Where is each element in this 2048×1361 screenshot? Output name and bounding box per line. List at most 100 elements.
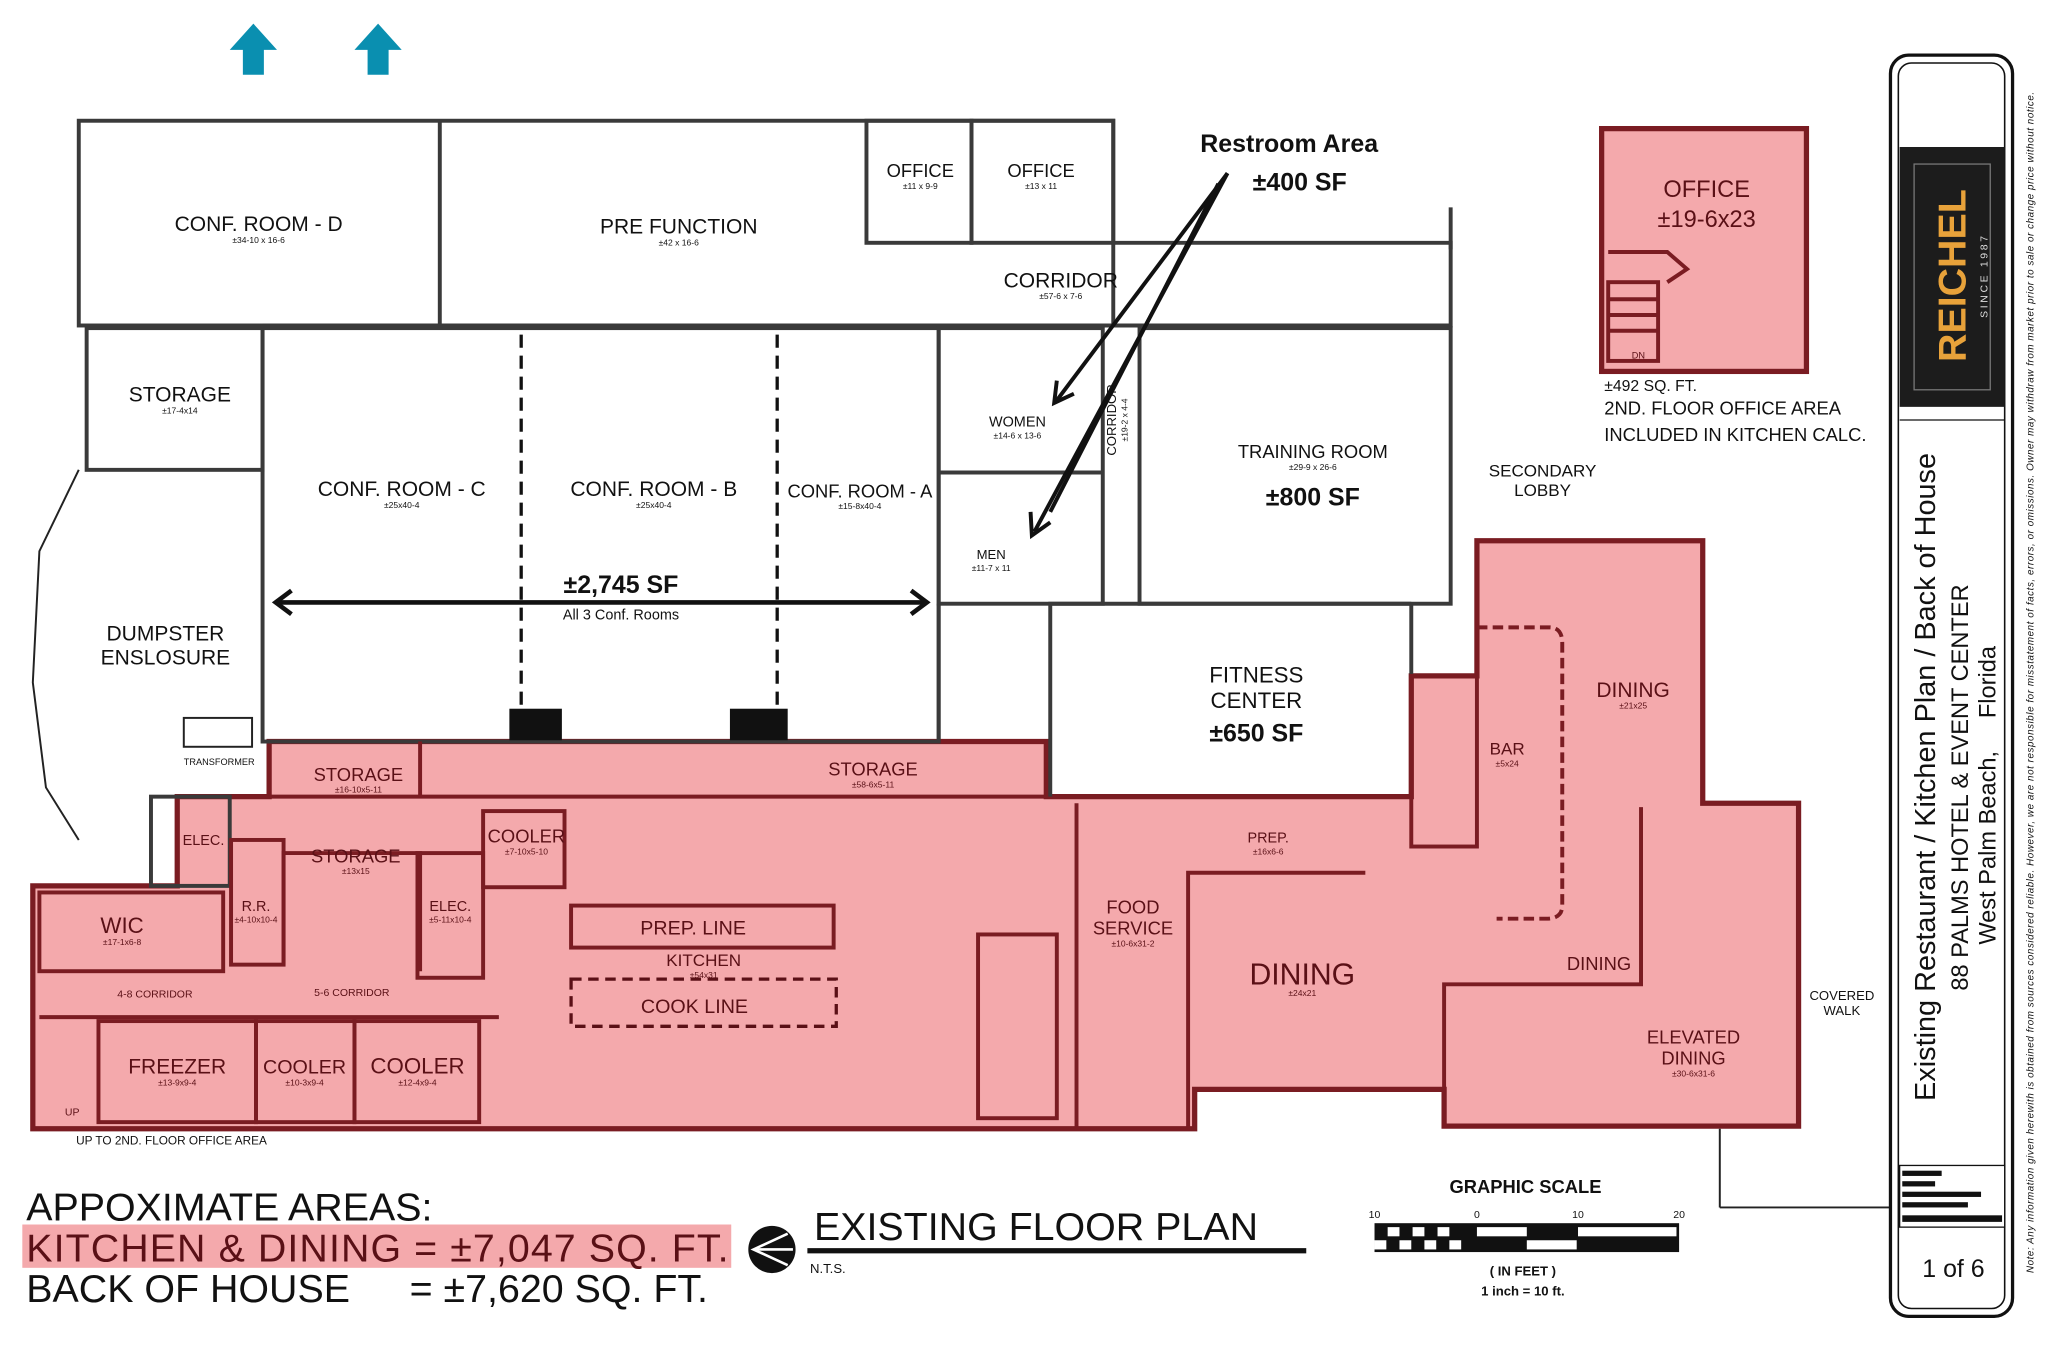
room-name: STORAGE (129, 384, 231, 407)
room-label: CONF. ROOM - A±15-8x40-4 (787, 480, 933, 511)
entrance-arrow-icon (229, 23, 402, 75)
room-name: ENSLOSURE (101, 647, 231, 670)
room-label: KITCHEN±54x31 (666, 951, 741, 980)
north-arrow-icon (748, 1225, 796, 1274)
room-label: COOLER±10-3x9-4 (263, 1057, 346, 1088)
room-dimensions: ±29-9 x 26-6 (1289, 462, 1337, 472)
room-dimensions: ±58-6x5-11 (852, 779, 895, 789)
cook-line-label: COOK LINE (641, 996, 748, 1018)
room-label: DINING (1567, 953, 1631, 974)
room-name: FITNESS (1209, 662, 1303, 687)
room-label: 4-8 CORRIDOR (117, 988, 193, 1000)
room-name: SERVICE (1093, 918, 1173, 939)
room-dimensions: ±5-11x10-4 (429, 915, 472, 925)
room-label: 5-6 CORRIDOR (314, 987, 390, 999)
room-label: FREEZER±13-9x9-4 (128, 1056, 226, 1088)
room-label: OFFICE±13 x 11 (1007, 160, 1074, 191)
room-name: PRE FUNCTION (600, 216, 758, 239)
room-dimensions: ±11 x 9-9 (903, 181, 938, 191)
room-label: CONF. ROOM - B±25x40-4 (570, 478, 737, 510)
plan-scale-note: N.T.S. (810, 1261, 846, 1276)
room-name: UP (65, 1107, 80, 1119)
plan-title: EXISTING FLOOR PLAN (814, 1205, 1258, 1249)
prep-line (569, 903, 836, 950)
logo-text: REICHEL (1930, 189, 1974, 362)
room-label: BAR±5x24 (1490, 740, 1525, 769)
restroom-pointer-arrows (1028, 172, 1230, 540)
room-name: SECONDARY (1489, 461, 1597, 480)
room-label: CONF. ROOM - D±34-10 x 16-6 (175, 213, 343, 245)
room-name: COOLER (370, 1054, 464, 1079)
room-name: FREEZER (128, 1056, 226, 1079)
room-label: WIC±17-1x6-8 (100, 913, 143, 947)
room-dimensions: ±10-3x9-4 (285, 1077, 324, 1087)
scale-tick-label: 0 (1474, 1209, 1480, 1221)
room-dimensions: ±16-10x5-11 (335, 785, 382, 795)
room-label: ELEC. (183, 833, 225, 849)
graphic-scale: GRAPHIC SCALE 10 0 10 20 ( IN FEET ) 1 i… (1369, 1176, 1685, 1298)
room-label: STORAGE±16-10x5-11 (314, 764, 403, 795)
scale-units: ( IN FEET ) (1490, 1264, 1556, 1279)
room-label: TRAINING ROOM±29-9 x 26-6 (1238, 441, 1388, 472)
back-of-house-area: = ±7,620 SQ. FT. (410, 1267, 708, 1311)
office-label: OFFICE (1663, 177, 1750, 203)
room-name: COOLER (488, 826, 566, 847)
reichel-logo (1899, 146, 2005, 407)
room-dimensions: ±19-2 x 4-4 (1120, 398, 1130, 441)
room-name: OFFICE (1007, 160, 1074, 181)
building-walls (31, 118, 1891, 1209)
room-name: DINING (1661, 1048, 1725, 1069)
room-label: UP TO 2ND. FLOOR OFFICE AREA (76, 1133, 267, 1147)
cook-line (569, 977, 838, 1028)
room-name: 5-6 CORRIDOR (314, 987, 390, 999)
room-name: TRAINING ROOM (1238, 441, 1388, 462)
room-label: MEN±11-7 x 11 (972, 547, 1011, 573)
room-label: COOLER±7-10x5-10 (488, 826, 566, 857)
prep-line-label: PREP. LINE (640, 917, 746, 939)
room-name: OFFICE (887, 160, 954, 181)
room-name: COVERED (1809, 988, 1874, 1003)
room-label: ELEC.±5-11x10-4 (429, 899, 472, 925)
room-name: WOMEN (989, 415, 1046, 431)
room-dimensions: ±10-6x31-2 (1111, 938, 1154, 948)
room-name: STORAGE (828, 759, 917, 780)
room-name: CENTER (1211, 688, 1303, 713)
property-location: West Palm Beach, Florida (1975, 645, 2001, 945)
room-name: CONF. ROOM - B (570, 478, 737, 501)
room-label: PRE FUNCTION±42 x 16-6 (600, 216, 758, 248)
office-note-line2: INCLUDED IN KITCHEN CALC. (1604, 424, 1866, 445)
sheet-number: 1 of 6 (1922, 1255, 1984, 1283)
room-dimensions: ±15-8x40-4 (838, 501, 881, 511)
graphic-scale-title: GRAPHIC SCALE (1449, 1176, 1601, 1197)
conf-rooms-area: ±2,745 SF (564, 571, 679, 599)
room-label: R.R.±4-10x10-4 (234, 899, 277, 925)
back-of-house-label: BACK OF HOUSE (26, 1267, 350, 1311)
room-name: DINING (1249, 958, 1355, 991)
room-name: MEN (977, 547, 1006, 562)
room-name: ELEC. (429, 899, 471, 915)
conf-rooms-note: All 3 Conf. Rooms (563, 607, 679, 623)
room-dimensions: ±13-9x9-4 (158, 1077, 197, 1087)
room-name: UP TO 2ND. FLOOR OFFICE AREA (76, 1133, 267, 1147)
room-label: CONF. ROOM - C±25x40-4 (318, 478, 486, 510)
room-dimensions: ±21x25 (1619, 701, 1647, 711)
conf-rooms-dimension-arrow (271, 588, 931, 617)
room-label: OFFICE±11 x 9-9 (887, 160, 954, 191)
room-dimensions: ±17-1x6-8 (103, 937, 142, 947)
room-label: STORAGE±17-4x14 (129, 384, 231, 416)
disclaimer: Note: Any information given herewith is … (2026, 92, 2037, 1273)
room-label: DINING±21x25 (1596, 679, 1670, 711)
scale-ratio: 1 inch = 10 ft. (1481, 1283, 1564, 1298)
room-label: CORRIDOR±57-6 x 7-6 (1004, 269, 1118, 301)
room-dimensions: ±11-7 x 11 (972, 563, 1011, 573)
room-name: LOBBY (1514, 481, 1571, 500)
room-name: TRANSFORMER (184, 757, 255, 767)
areas-heading: APPOXIMATE AREAS: (26, 1186, 432, 1230)
room-label: TRANSFORMER (184, 757, 255, 767)
second-floor-office: OFFICE ±19-6x23 DN (1599, 125, 1810, 375)
